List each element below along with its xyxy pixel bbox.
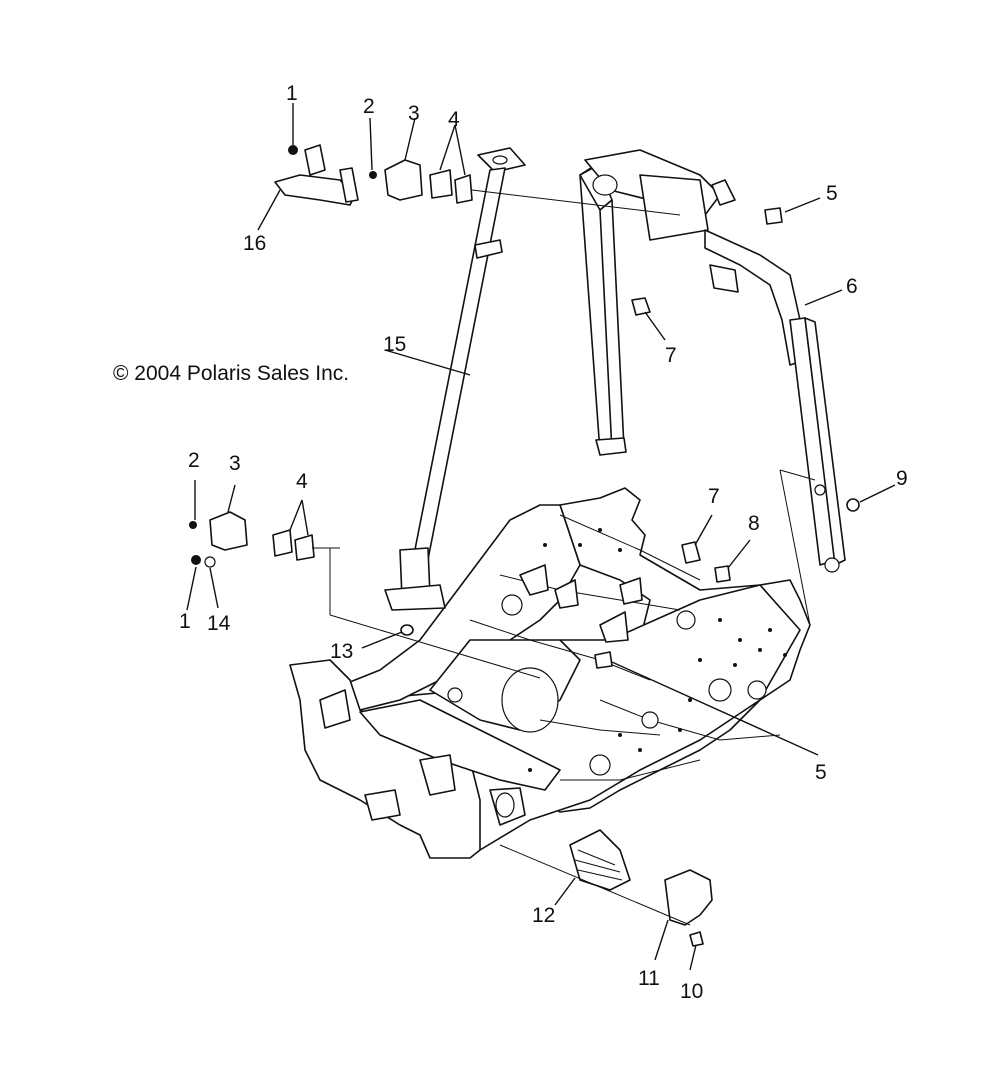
callout-6: 6 <box>846 275 858 298</box>
leader-lines <box>186 103 896 971</box>
steering-post <box>384 147 526 611</box>
callout-4-top: 4 <box>448 108 460 131</box>
callout-8: 8 <box>748 512 760 535</box>
callout-12: 12 <box>532 904 555 927</box>
shift-boot-assembly <box>569 829 713 947</box>
upper-bracket <box>274 144 359 206</box>
callout-15: 15 <box>383 333 406 356</box>
callout-16: 16 <box>243 232 266 255</box>
copyright-notice: © 2004 Polaris Sales Inc. <box>113 362 350 385</box>
callout-14: 14 <box>207 612 231 635</box>
callout-9: 9 <box>896 467 908 490</box>
callout-7-top: 7 <box>665 344 677 367</box>
callout-10: 10 <box>680 980 703 1003</box>
lower-clamp-set <box>189 511 315 568</box>
callout-labels: 1 2 3 4 5 6 7 15 16 9 2 3 4 7 8 1 14 13 … <box>179 82 908 1003</box>
callout-5-mid: 5 <box>815 761 827 784</box>
callout-7-mid: 7 <box>708 485 720 508</box>
callout-4-mid: 4 <box>296 470 308 493</box>
callout-5-top: 5 <box>826 182 838 205</box>
chassis-frame <box>289 487 811 859</box>
callout-3-mid: 3 <box>229 452 241 475</box>
callout-2-mid: 2 <box>188 449 200 472</box>
callout-1-mid: 1 <box>179 610 191 633</box>
upper-clamp-set <box>369 159 473 204</box>
callout-13: 13 <box>330 640 353 663</box>
callout-2-top: 2 <box>363 95 375 118</box>
callout-3-top: 3 <box>408 102 420 125</box>
roll-bar <box>579 149 846 573</box>
fasteners <box>400 207 860 669</box>
callout-1-top: 1 <box>286 82 298 105</box>
callout-11: 11 <box>638 967 660 990</box>
